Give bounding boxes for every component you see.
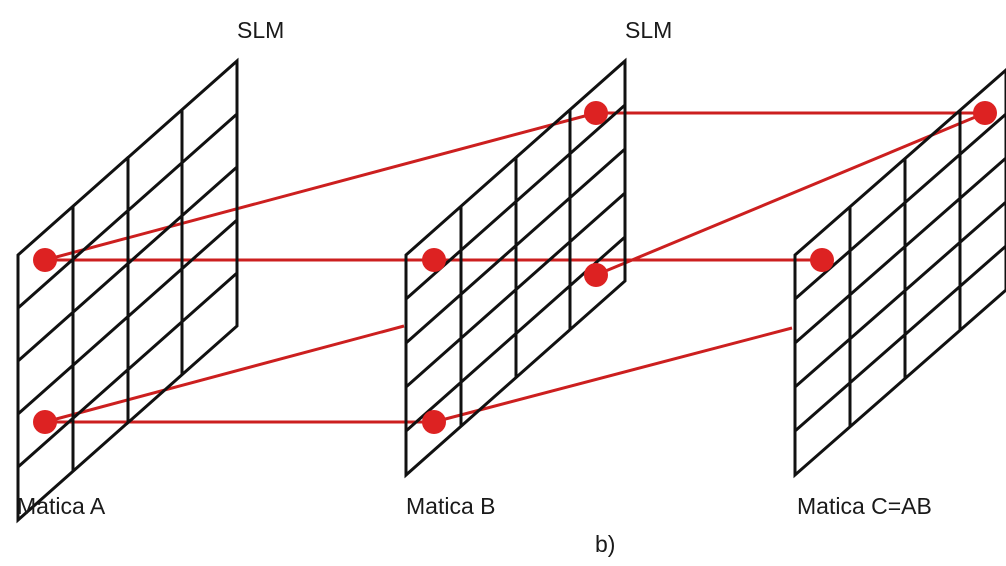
matrix-b-element-bottom [422,410,446,434]
matrix-a-label: Matica A [17,493,106,519]
matrix-c-element-topright [973,101,997,125]
beam-a-top-to-b-topright [44,111,597,262]
slm-label-a: SLM [237,17,284,43]
matrix-a-element-top [33,248,57,272]
matrix-a-grid [16,57,239,524]
beam-b-mid-to-c-topright [595,111,986,277]
matrix-a-element-bottom [33,410,57,434]
matrix-c-label: Matica C=AB [797,493,932,519]
matrix-b-label: Matica B [406,493,495,519]
matrix-b-element-mid [584,263,608,287]
matrix-c-grid [793,68,1006,479]
beam-a-bottom-to-b-mid [44,324,405,424]
slm-label-b: SLM [625,17,672,43]
beam-b-bottom-to-c-mid [433,326,793,424]
matrix-b-element-topright [584,101,608,125]
subfigure-label: b) [595,531,615,557]
matrix-elements [33,101,997,434]
matrix-b-element-left [422,248,446,272]
matrix-c-element-left [810,248,834,272]
